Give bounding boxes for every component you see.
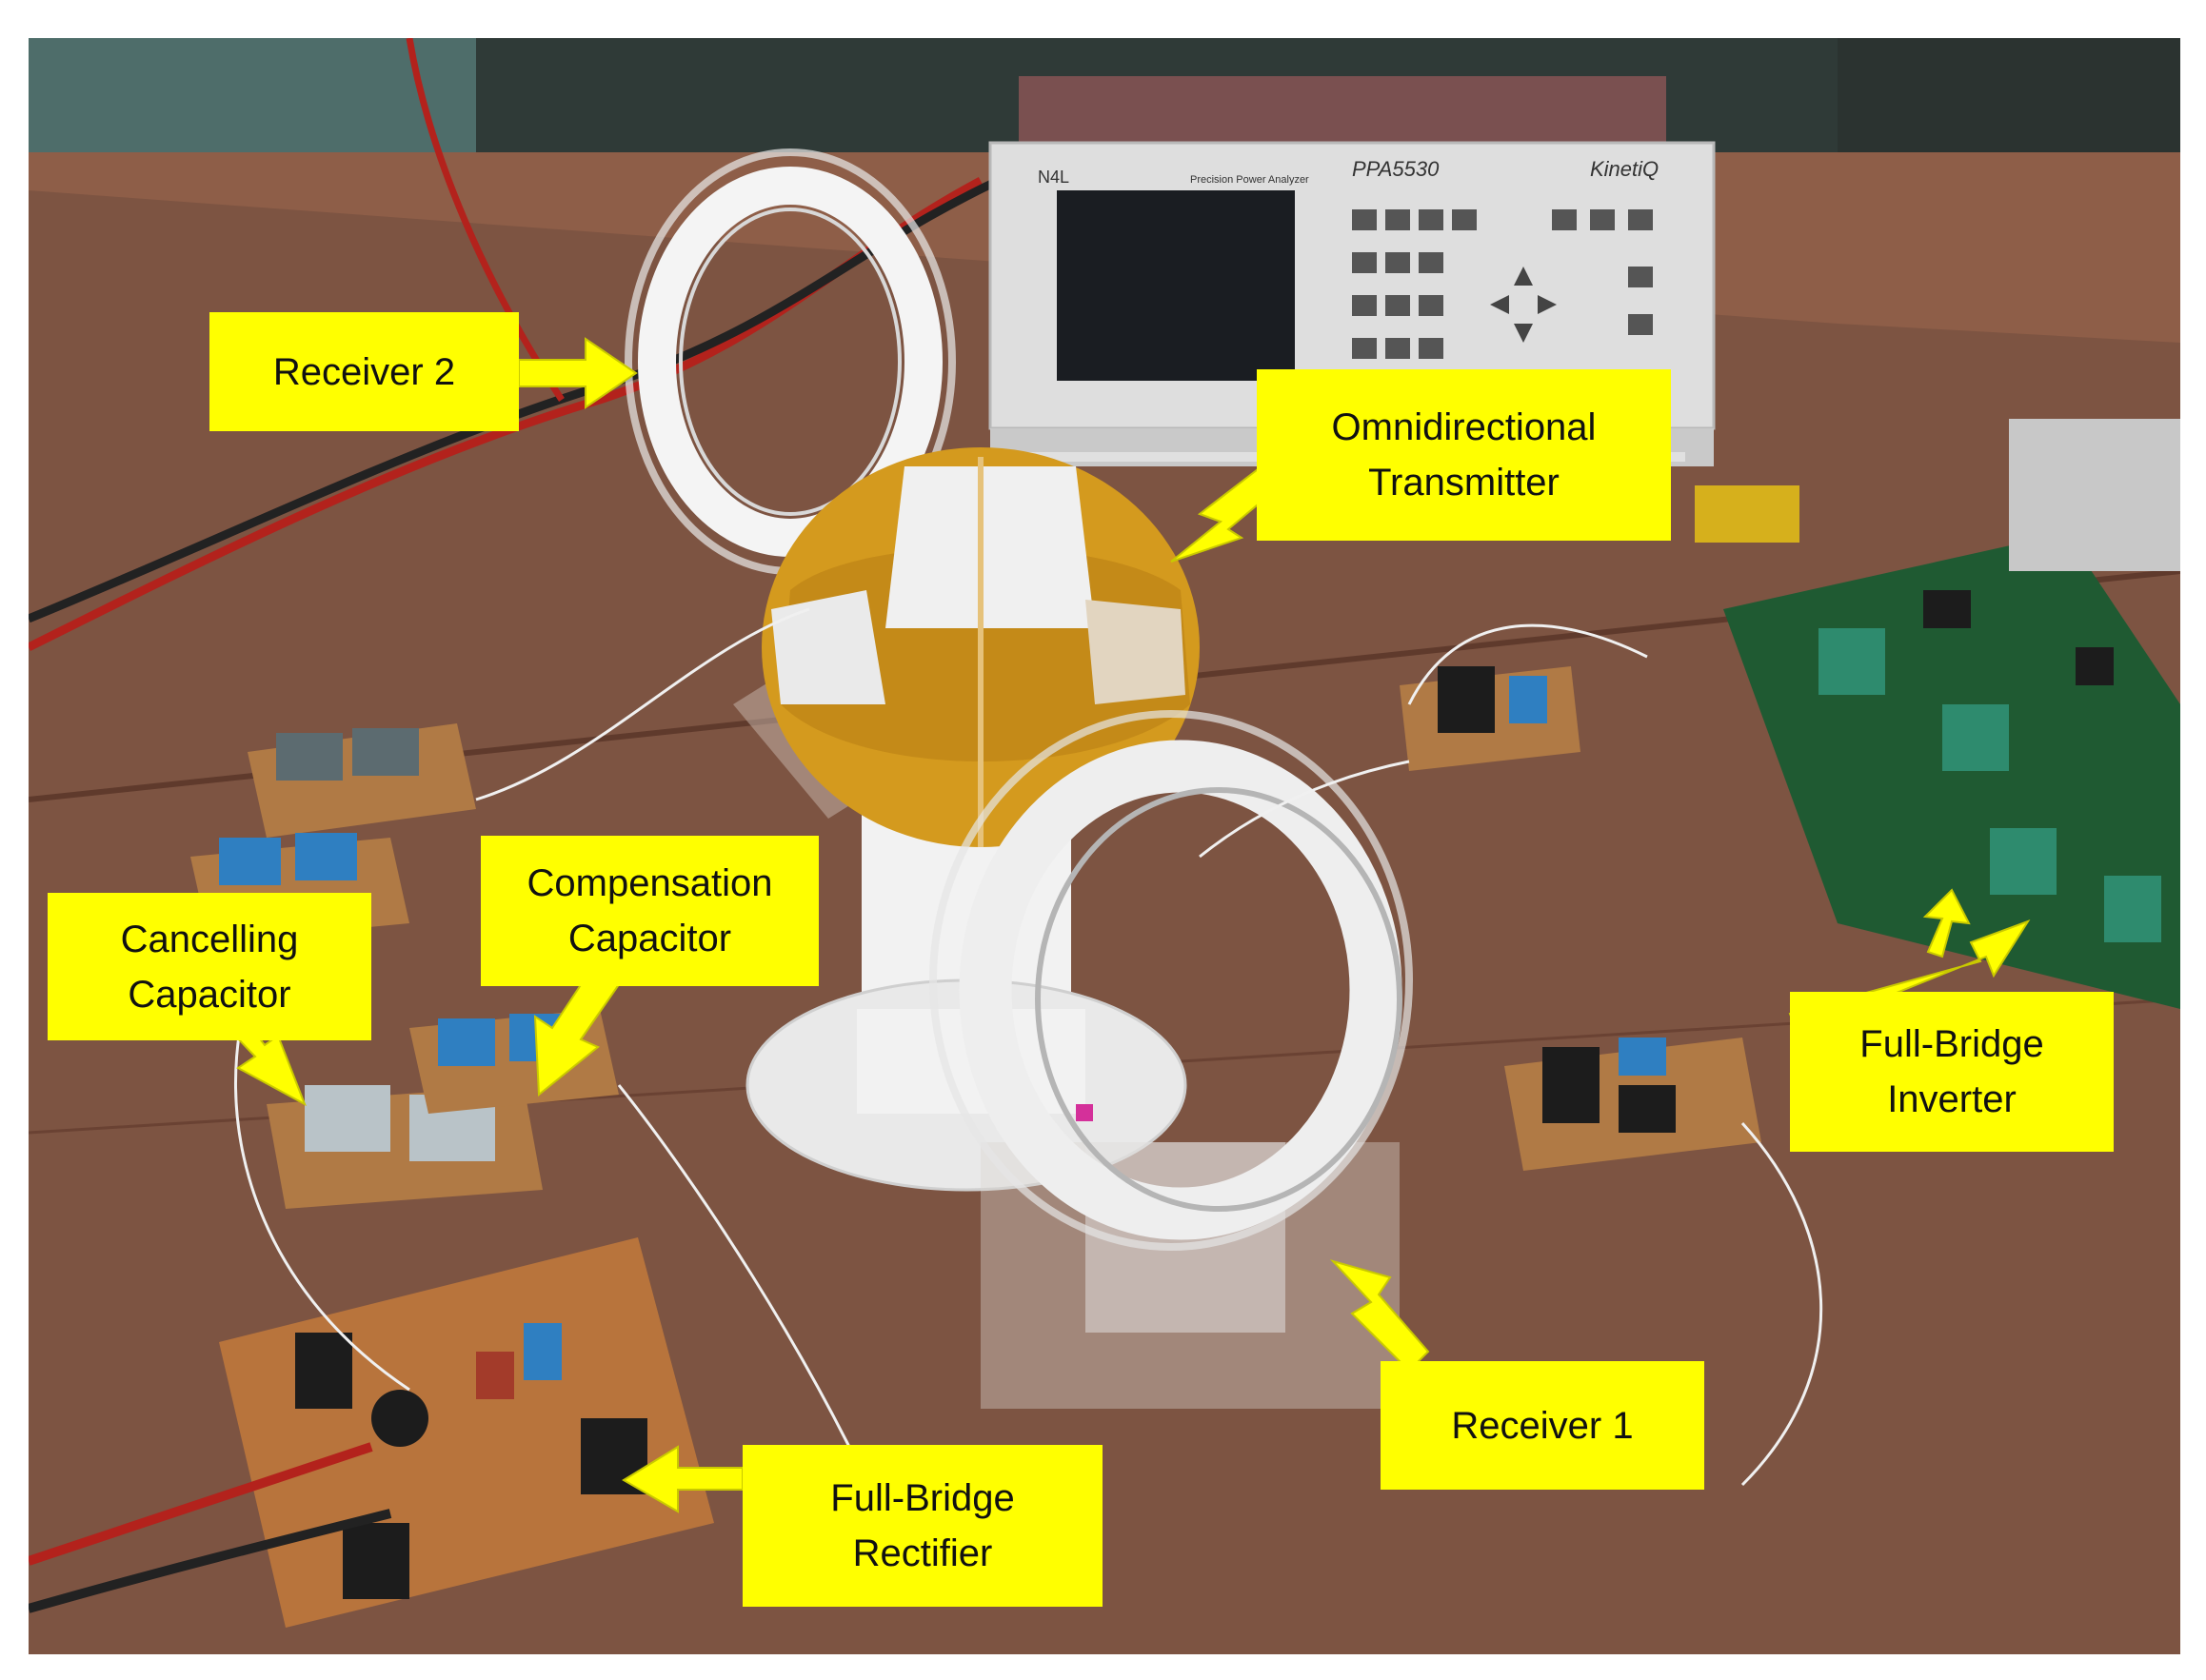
label-compensation-line1: Compensation xyxy=(527,862,773,904)
instrument-series: KinetiQ xyxy=(1590,157,1659,181)
instrument-brand: N4L xyxy=(1038,168,1069,187)
capacitor-boards-right xyxy=(1400,666,1761,1171)
label-omnidirectional-transmitter: Omnidirectional Transmitter xyxy=(1257,369,1671,541)
label-cancelling-line1: Cancelling xyxy=(120,918,299,960)
scene: N4L Precision Power Analyzer PPA5530 Kin… xyxy=(29,38,2180,1654)
label-inverter-line2: Inverter xyxy=(1887,1078,2017,1120)
label-compensation-capacitor: Compensation Capacitor xyxy=(481,836,819,986)
receiver-1-coil xyxy=(929,710,1413,1409)
label-full-bridge-inverter: Full-Bridge Inverter xyxy=(1790,992,2114,1152)
instrument-subtitle: Precision Power Analyzer xyxy=(1190,174,1309,186)
label-receiver-2: Receiver 2 xyxy=(209,312,519,431)
label-receiver-2-text: Receiver 2 xyxy=(272,350,456,393)
label-transmitter-line1: Omnidirectional xyxy=(1331,406,1597,448)
label-rectifier-line2: Rectifier xyxy=(852,1532,993,1574)
inverter-boards xyxy=(1695,419,2180,1009)
label-inverter-line1: Full-Bridge xyxy=(1859,1023,2044,1065)
label-transmitter-line2: Transmitter xyxy=(1368,462,1560,504)
label-cancelling-line2: Capacitor xyxy=(128,973,291,1016)
label-compensation-line2: Capacitor xyxy=(567,918,732,959)
label-cancelling-capacitor: Cancelling Capacitor xyxy=(48,893,371,1040)
label-receiver-1-text: Receiver 1 xyxy=(1451,1404,1634,1447)
label-receiver-1: Receiver 1 xyxy=(1381,1361,1704,1490)
omnidirectional-transmitter-sphere xyxy=(762,447,1200,847)
photo: N4L Precision Power Analyzer PPA5530 Kin… xyxy=(29,38,2180,1654)
output-cable xyxy=(29,1442,373,1566)
output-cable xyxy=(29,1509,392,1613)
label-full-bridge-rectifier: Full-Bridge Rectifier xyxy=(743,1445,1103,1607)
instrument-model: PPA5530 xyxy=(1352,157,1440,181)
window-panel xyxy=(29,38,476,152)
label-rectifier-line1: Full-Bridge xyxy=(830,1477,1015,1519)
